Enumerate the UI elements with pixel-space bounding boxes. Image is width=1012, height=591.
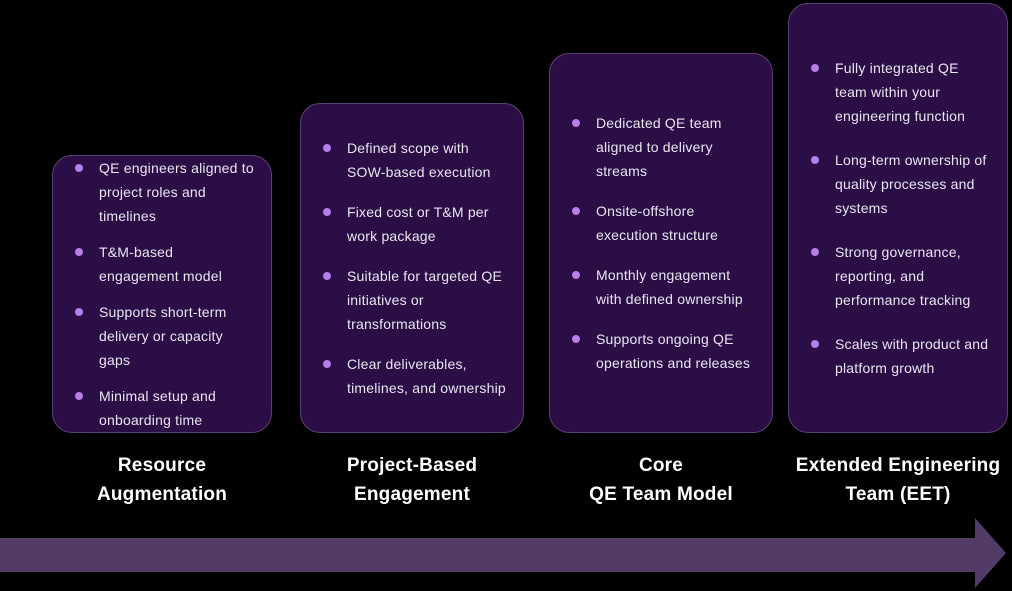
title-line: Engagement — [353, 484, 471, 505]
bullet-dot-icon — [811, 248, 819, 256]
card-extended-engineering-team: Fully integrated QE team within your eng… — [788, 3, 1008, 433]
arrow-head — [975, 518, 1006, 588]
bullet-text: Monthly engagement with defined ownershi… — [596, 267, 743, 307]
list-item: Strong governance, reporting, and perfor… — [805, 240, 993, 312]
bullet-dot-icon — [75, 248, 83, 256]
bullet-text: Long-term ownership of quality processes… — [835, 152, 987, 216]
title-line: Team (EET) — [845, 484, 951, 505]
card-title-core-qe-team-model: Core QE Team Model — [531, 451, 791, 509]
list-item: Monthly engagement with defined ownershi… — [566, 263, 758, 311]
bullet-text: Minimal setup and onboarding time — [99, 388, 217, 428]
card-title-project-based-engagement: Project-Based Engagement — [282, 451, 542, 509]
bullet-text: Fully integrated QE team within your eng… — [835, 60, 966, 124]
list-item: Fixed cost or T&M per work package — [317, 200, 509, 248]
list-item: Clear deliverables, timelines, and owner… — [317, 352, 509, 400]
list-item: Supports short-term delivery or capacity… — [69, 300, 257, 372]
bullet-dot-icon — [75, 164, 83, 172]
bullet-text: Dedicated QE team aligned to delivery st… — [596, 115, 722, 179]
bullet-text: Supports short-term delivery or capacity… — [99, 304, 227, 368]
bullet-list: Fully integrated QE team within your eng… — [805, 56, 993, 380]
list-item: Onsite-offshore execution structure — [566, 199, 758, 247]
bullet-text: Strong governance, reporting, and perfor… — [835, 244, 971, 308]
bullet-dot-icon — [572, 271, 580, 279]
bullet-list: Dedicated QE team aligned to delivery st… — [566, 111, 758, 375]
list-item: Suitable for targeted QE initiatives or … — [317, 264, 509, 336]
arrow-shaft — [0, 538, 976, 572]
list-item: Long-term ownership of quality processes… — [805, 148, 993, 220]
title-line: Extended Engineering — [795, 455, 1001, 476]
bullet-dot-icon — [572, 335, 580, 343]
card-project-based-engagement: Defined scope with SOW-based execution F… — [300, 103, 524, 433]
bullet-dot-icon — [323, 272, 331, 280]
bullet-dot-icon — [323, 144, 331, 152]
bullet-text: Scales with product and platform growth — [835, 336, 989, 376]
bullet-text: T&M-based engagement model — [99, 244, 223, 284]
bullet-text: Suitable for targeted QE initiatives or … — [347, 268, 502, 332]
list-item: QE engineers aligned to project roles an… — [69, 156, 257, 228]
bullet-dot-icon — [572, 207, 580, 215]
bullet-text: Supports ongoing QE operations and relea… — [596, 331, 751, 371]
bullet-text: Clear deliverables, timelines, and owner… — [347, 356, 506, 396]
title-line: Resource — [117, 455, 207, 476]
list-item: Minimal setup and onboarding time — [69, 384, 257, 432]
bullet-dot-icon — [75, 392, 83, 400]
bullet-dot-icon — [323, 360, 331, 368]
bullet-dot-icon — [323, 208, 331, 216]
title-line: Project-Based — [346, 455, 478, 476]
card-title-resource-augmentation: Resource Augmentation — [32, 451, 292, 509]
title-line: QE Team Model — [589, 484, 733, 505]
card-core-qe-team-model: Dedicated QE team aligned to delivery st… — [549, 53, 773, 433]
bullet-dot-icon — [75, 308, 83, 316]
card-title-extended-engineering-team: Extended Engineering Team (EET) — [778, 451, 1012, 509]
list-item: Scales with product and platform growth — [805, 332, 993, 380]
bullet-text: Fixed cost or T&M per work package — [347, 204, 489, 244]
bullet-dot-icon — [811, 340, 819, 348]
bullet-list: QE engineers aligned to project roles an… — [69, 156, 257, 432]
list-item: Defined scope with SOW-based execution — [317, 136, 509, 184]
bullet-text: Defined scope with SOW-based execution — [347, 140, 491, 180]
bullet-text: QE engineers aligned to project roles an… — [99, 160, 254, 224]
bullet-text: Onsite-offshore execution structure — [596, 203, 719, 243]
list-item: T&M-based engagement model — [69, 240, 257, 288]
bullet-dot-icon — [572, 119, 580, 127]
bullet-list: Defined scope with SOW-based execution F… — [317, 136, 509, 400]
title-line: Augmentation — [96, 484, 228, 505]
bullet-dot-icon — [811, 156, 819, 164]
title-line: Core — [638, 455, 684, 476]
right-arrow-icon — [0, 518, 1006, 588]
list-item: Dedicated QE team aligned to delivery st… — [566, 111, 758, 183]
list-item: Fully integrated QE team within your eng… — [805, 56, 993, 128]
bullet-dot-icon — [811, 64, 819, 72]
card-resource-augmentation: QE engineers aligned to project roles an… — [52, 155, 272, 433]
list-item: Supports ongoing QE operations and relea… — [566, 327, 758, 375]
